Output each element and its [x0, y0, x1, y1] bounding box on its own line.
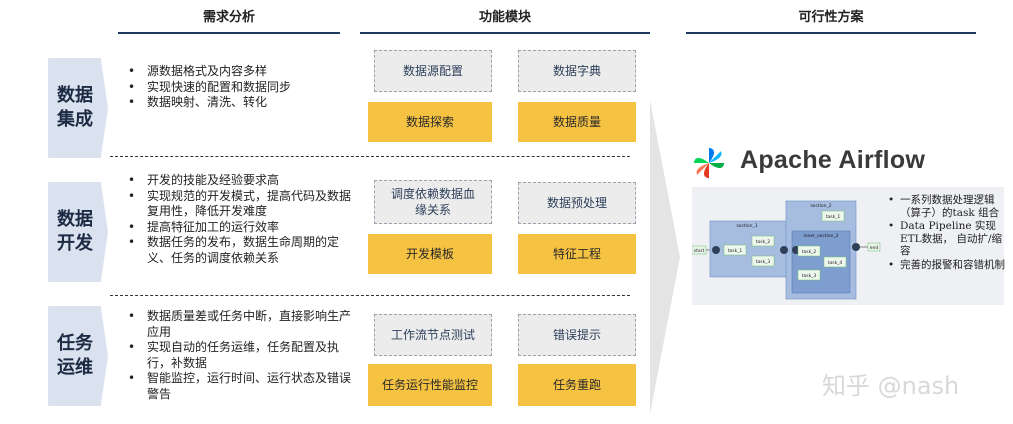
list-item: 提高特征加工的运行效率: [125, 220, 360, 236]
airflow-logo-icon: [693, 147, 725, 179]
list-item: 源数据格式及内容多样: [125, 64, 360, 80]
dag-task-node: [751, 235, 775, 247]
dag-task-node: [751, 255, 775, 267]
requirements-list-development: 开发的技能及经验要求高 实现规范的开发模式，提高代码及数据复用性，降低开发难度 …: [125, 173, 360, 266]
requirements-list-operations: 数据质量差或任务中断，直接影响生产应用 实现自动的任务运维，任务配置及执行，补数…: [125, 309, 360, 402]
list-item: 智能监控，运行时间、运行状态及错误警告: [125, 371, 360, 402]
module-datasource-config: 数据源配置: [374, 50, 492, 92]
dag-join-icon: [712, 246, 720, 254]
dag-task-node: [797, 269, 821, 281]
requirements-header: 需求分析: [118, 8, 340, 34]
dag-task-label: task_3: [756, 259, 771, 265]
module-workflow-node-test: 工作流节点测试: [374, 314, 492, 356]
watermark: 知乎 @nash: [822, 372, 960, 400]
category-label-line2: 开发: [57, 233, 93, 254]
section-divider: [110, 156, 630, 157]
list-item: 实现自动的任务运维，任务配置及执行，补数据: [125, 340, 360, 371]
list-item: 实现快速的配置和数据同步: [125, 80, 360, 96]
section-divider: [110, 295, 630, 296]
module-error-hints: 错误提示: [518, 314, 636, 356]
dag-task-label: task_4: [828, 260, 843, 266]
dag-task-label: task_1: [728, 248, 743, 254]
dag-task-node: [797, 245, 821, 257]
list-item: 开发的技能及经验要求高: [125, 173, 360, 189]
dag-diagram: section_1 section_2 inner_section_2 star…: [692, 200, 881, 300]
dag-start-node: [692, 245, 707, 255]
category-task-operations: 任务 运维: [48, 306, 108, 406]
section-1-label: section_1: [736, 223, 757, 229]
section-1-group: [709, 220, 793, 278]
solution-header: 可行性方案: [686, 8, 976, 34]
module-task-performance-monitor: 任务运行性能监控: [368, 364, 492, 406]
category-label-line1: 任务: [57, 333, 93, 354]
dag-task-label: task_1: [826, 214, 841, 220]
module-data-dictionary: 数据字典: [518, 50, 636, 92]
flow-arrow: [650, 100, 680, 414]
list-item: 完善的报警和容错机制: [886, 259, 1011, 272]
dag-start-label: start: [694, 248, 705, 254]
category-label-line1: 数据: [57, 85, 93, 106]
airflow-title: Apache Airflow: [740, 146, 926, 174]
requirements-list-integration: 源数据格式及内容多样 实现快速的配置和数据同步 数据映射、清洗、转化: [125, 64, 360, 111]
dag-task-label: task_3: [802, 273, 817, 279]
dag-end-label: end: [870, 245, 879, 251]
category-label-line2: 运维: [57, 357, 93, 378]
dag-task-label: task_2: [756, 239, 771, 245]
list-item: 数据任务的发布，数据生命周期的定义、任务的调度依赖关系: [125, 235, 360, 266]
category-label-line1: 数据: [57, 209, 93, 230]
category-data-development: 数据 开发: [48, 182, 108, 282]
dag-task-node: [823, 256, 847, 268]
category-data-integration: 数据 集成: [48, 58, 108, 158]
module-dev-template: 开发模板: [368, 234, 492, 274]
modules-header: 功能模块: [360, 8, 650, 34]
list-item: 数据映射、清洗、转化: [125, 95, 360, 111]
dag-end-node: [867, 242, 881, 252]
dag-join-icon: [852, 243, 860, 251]
module-scheduling-lineage: 调度依赖数据血缘关系: [374, 180, 492, 224]
list-item: 一系列数据处理逻辑（算子）的task 组合: [886, 194, 1011, 219]
list-item: 实现规范的开发模式，提高代码及数据复用性，降低开发难度: [125, 189, 360, 220]
list-item: Data Pipeline 实现 ETL数据， 自动扩/缩容: [886, 220, 1011, 258]
inner-section-2-label: inner_section_2: [803, 233, 838, 239]
dag-join-icon: [780, 246, 788, 254]
list-item: 数据质量差或任务中断，直接影响生产应用: [125, 309, 360, 340]
module-data-preprocessing: 数据预处理: [518, 182, 636, 224]
dag-task-label: task_2: [802, 249, 817, 255]
module-task-rerun: 任务重跑: [518, 364, 636, 406]
module-feature-engineering: 特征工程: [518, 234, 636, 274]
section-2-label: section_2: [810, 203, 831, 209]
airflow-feature-list: 一系列数据处理逻辑（算子）的task 组合 Data Pipeline 实现 E…: [886, 194, 1011, 272]
dag-task-node: [723, 244, 747, 256]
dag-task-node: [821, 210, 845, 222]
module-data-exploration: 数据探索: [368, 102, 492, 142]
category-label-line2: 集成: [57, 109, 93, 130]
module-data-quality: 数据质量: [518, 102, 636, 142]
